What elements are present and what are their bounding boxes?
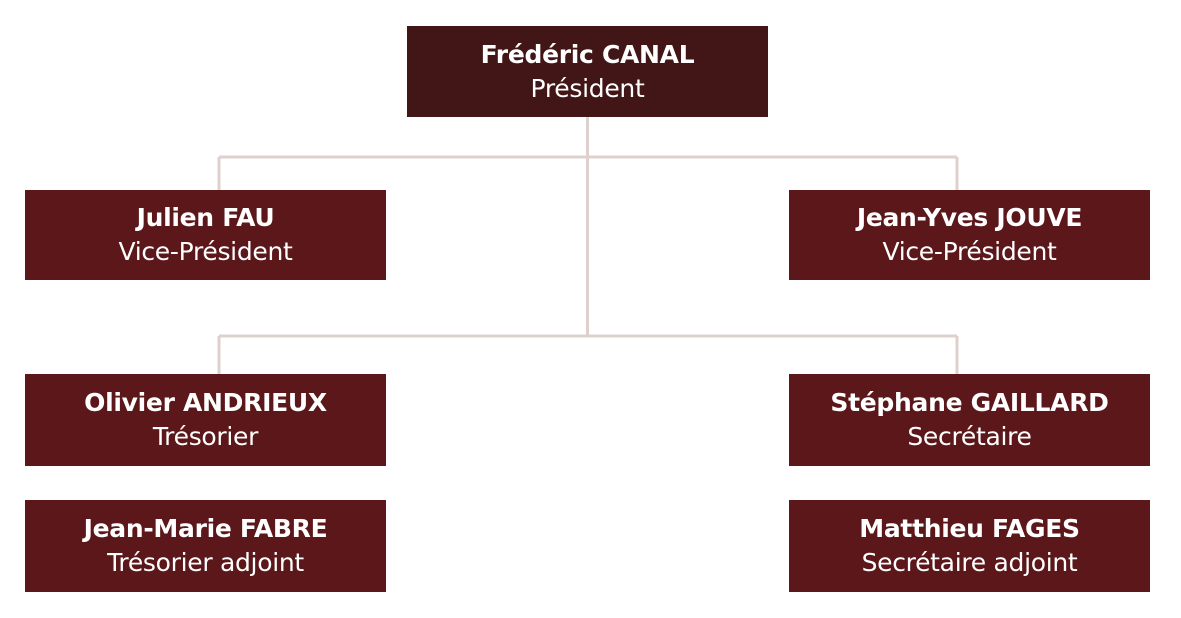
treasurer-box: Olivier ANDRIEUX Trésorier: [25, 374, 386, 466]
vice-president-1-role: Vice-Président: [118, 237, 293, 266]
president-box: Frédéric CANAL Président: [407, 26, 768, 117]
president-name: Frédéric CANAL: [480, 39, 695, 69]
treasurer-name: Olivier ANDRIEUX: [84, 388, 327, 417]
treasurer-adjoint-box: Jean-Marie FABRE Trésorier adjoint: [25, 500, 386, 592]
vice-president-2-box: Jean-Yves JOUVE Vice-Président: [789, 190, 1150, 280]
president-role: Président: [530, 73, 645, 103]
secretary-adjoint-name: Matthieu FAGES: [859, 514, 1080, 543]
treasurer-adjoint-role: Trésorier adjoint: [107, 548, 304, 577]
vice-president-2-name: Jean-Yves JOUVE: [856, 203, 1083, 232]
secretary-name: Stéphane GAILLARD: [830, 388, 1109, 417]
vice-president-1-name: Julien FAU: [136, 203, 275, 232]
secretary-role: Secrétaire: [907, 422, 1032, 451]
treasurer-adjoint-name: Jean-Marie FABRE: [83, 514, 328, 543]
secretary-adjoint-role: Secrétaire adjoint: [861, 548, 1078, 577]
vice-president-2-role: Vice-Président: [882, 237, 1057, 266]
secretary-box: Stéphane GAILLARD Secrétaire: [789, 374, 1150, 466]
vice-president-1-box: Julien FAU Vice-Président: [25, 190, 386, 280]
secretary-adjoint-box: Matthieu FAGES Secrétaire adjoint: [789, 500, 1150, 592]
treasurer-role: Trésorier: [152, 422, 259, 451]
